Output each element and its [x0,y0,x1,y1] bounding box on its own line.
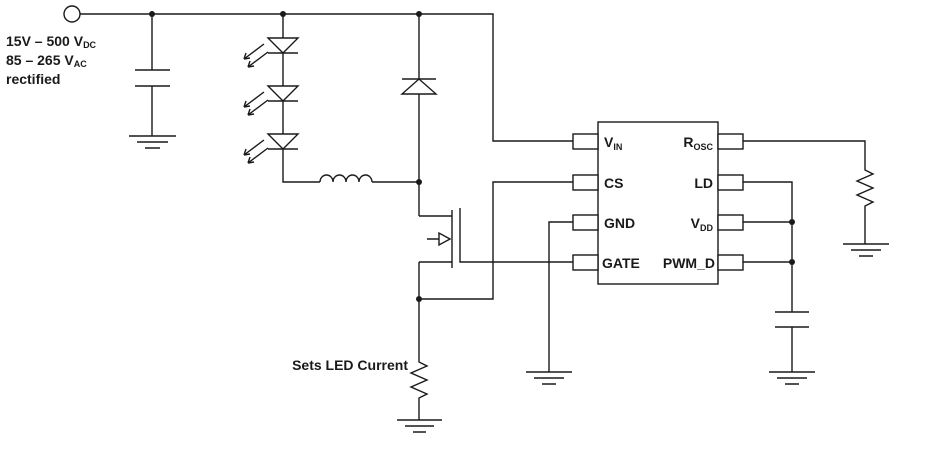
pin-label-cs: CS [604,175,623,191]
pin-gnd [572,214,599,231]
vdd-capacitor [775,311,809,372]
pin-label-gate: GATE [602,255,640,271]
pin-pwm-d [717,254,744,271]
led-diode-1 [266,37,300,86]
supply-label-dc: 15V – 500 VDC [6,33,97,50]
led-diode-2 [266,85,300,134]
sense-resistor [409,356,429,420]
pin-label-vdd: VDD [691,215,714,233]
ground-symbol-vdd [769,371,815,385]
pin-gate [572,254,599,271]
inductor [319,174,373,183]
pin-ld [717,174,744,191]
rosc-resistor [743,140,875,244]
light-arrows-led-1 [243,43,269,68]
junction-dot [416,296,422,302]
junction-dot [280,11,286,17]
pin-label-pwm-d: PWM_D [663,255,715,271]
junction-dot [416,179,422,185]
light-arrows-led-2 [243,91,269,116]
gnd-pin-wire [548,221,573,372]
pin-cs [572,174,599,191]
ground-symbol-input-cap [129,135,176,149]
ld-vdd-pwm-tie-wire [743,181,793,312]
junction-dot [416,11,422,17]
freewheel-diode-cathode [402,14,436,80]
ground-symbol-sense [397,419,442,433]
junction-dot [149,11,155,17]
light-arrows-led-3 [243,139,269,164]
sense-resistor-label: Sets LED Current [292,357,408,373]
cs-feedback-wire [419,181,573,300]
ground-symbol-rosc [843,243,889,257]
vin-rail-wire [80,13,573,142]
junction-dot [789,219,795,225]
supply-label-rectified: rectified [6,71,60,87]
driver-ic-body [597,121,719,285]
pin-vdd [717,214,744,231]
mosfet [419,208,573,268]
input-capacitor [135,14,170,136]
led-diode-3 [266,133,320,183]
vdd-pwm-wires [743,221,792,263]
ground-symbol-ic [526,371,572,385]
junction-dot [789,259,795,265]
pin-label-ld: LD [694,175,713,191]
pin-vin [572,133,599,150]
pin-label-vin: VIN [604,134,622,152]
pin-label-rosc: ROSC [683,134,713,152]
supply-label-ac: 85 – 265 VAC [6,52,87,69]
input-terminal [63,5,81,23]
freewheel-diode [400,78,438,95]
pin-label-gnd: GND [604,215,635,231]
pin-rosc [717,133,744,150]
